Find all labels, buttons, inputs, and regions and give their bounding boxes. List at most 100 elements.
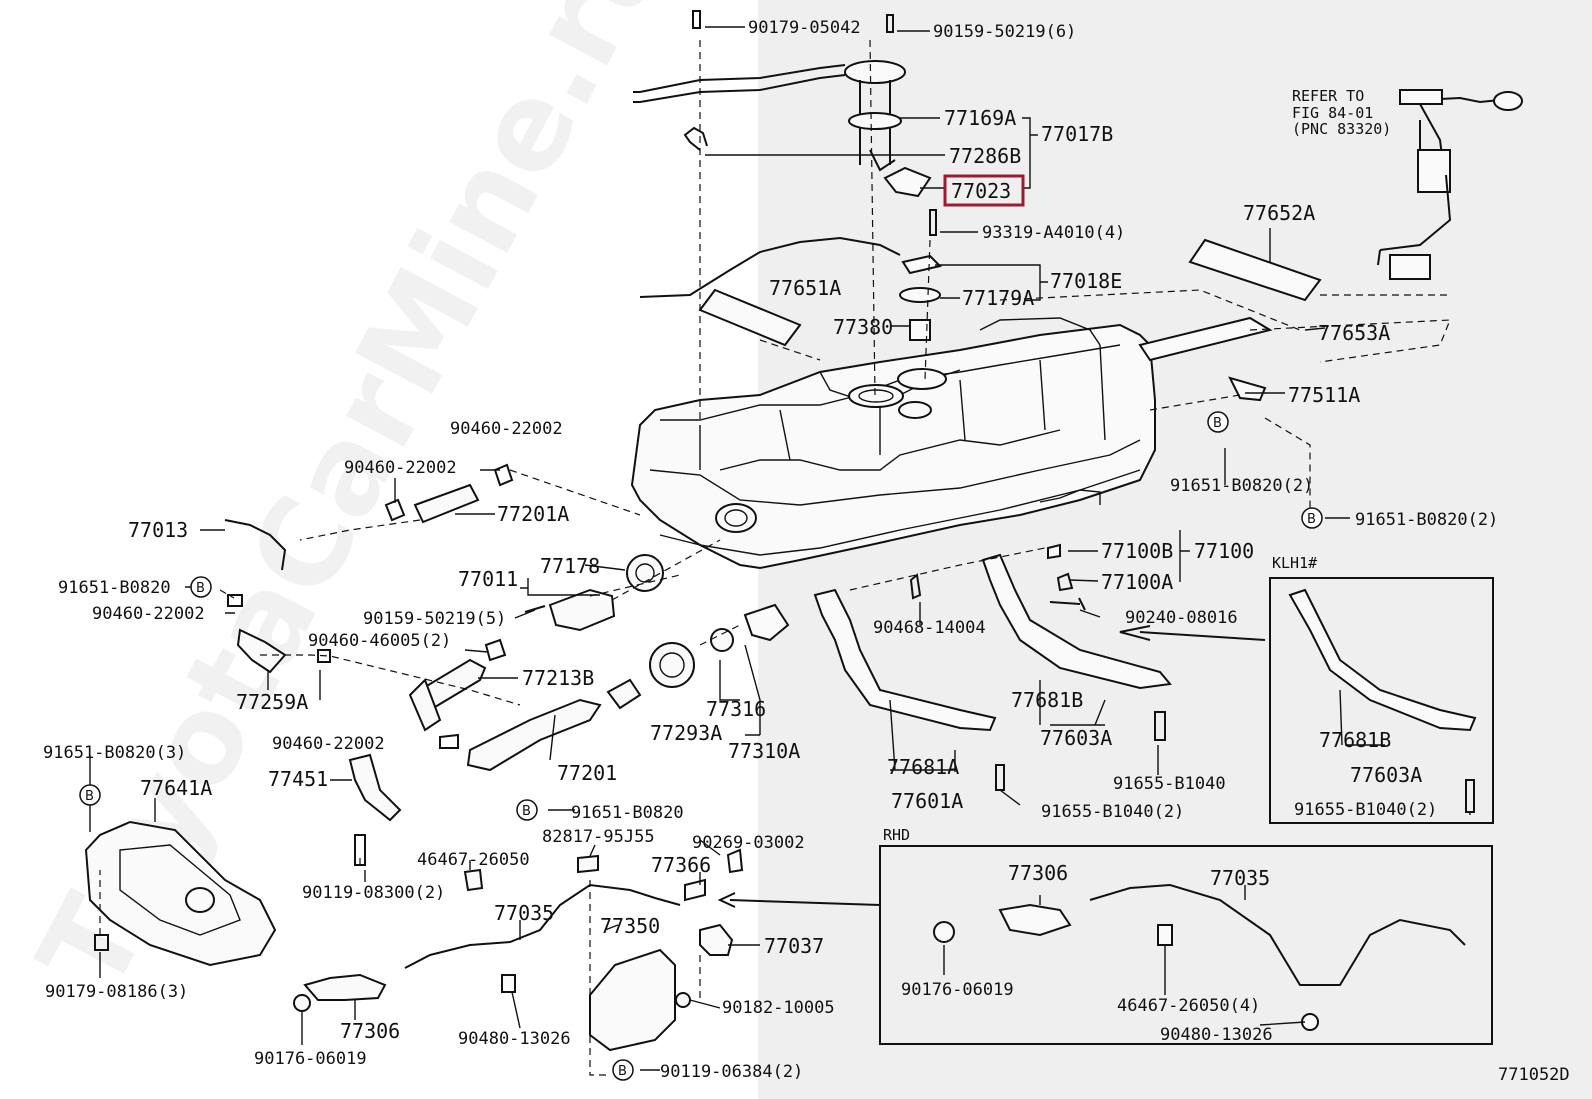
callout-90480-13026-b[interactable]: 90480-13026 xyxy=(1160,1025,1273,1045)
refer-note-line-1: REFER TO xyxy=(1292,87,1364,105)
callout-90468-14004[interactable]: 90468-14004 xyxy=(873,618,986,638)
gasket-77179a xyxy=(899,287,941,303)
callout-77179a[interactable]: 77179A xyxy=(962,286,1034,310)
callout-90460-22002-c[interactable]: 90460-22002 xyxy=(92,604,205,624)
refer-note-line-2: FIG 84-01 xyxy=(1292,104,1373,122)
callout-90460-22002-a[interactable]: 90460-22002 xyxy=(450,419,563,439)
klh1-bolt xyxy=(1465,779,1475,813)
tank-straps xyxy=(813,543,1172,791)
callout-77201a[interactable]: 77201A xyxy=(497,502,569,526)
heat-shield-77641a xyxy=(84,820,277,967)
callout-77380[interactable]: 77380 xyxy=(833,315,893,339)
callout-90460-46005[interactable]: 90460-46005(2) xyxy=(308,631,451,651)
callout-91651-b0820-b[interactable]: 91651-B0820 xyxy=(571,803,684,823)
callout-90119-06384[interactable]: 90119-06384(2) xyxy=(660,1062,803,1082)
klh1-arrow xyxy=(1119,625,1266,641)
callout-77641a[interactable]: 77641A xyxy=(140,776,212,800)
callout-77350[interactable]: 77350 xyxy=(600,914,660,938)
callout-77037[interactable]: 77037 xyxy=(764,934,824,958)
callout-91651-b0820-2b[interactable]: 91651-B0820(2) xyxy=(1355,510,1498,530)
callout-77286b[interactable]: 77286B xyxy=(949,144,1021,168)
callout-77653a[interactable]: 77653A xyxy=(1318,321,1390,345)
fuel-tank xyxy=(630,317,1156,570)
callout-77310a[interactable]: 77310A xyxy=(728,739,800,763)
callout-77451[interactable]: 77451 xyxy=(268,767,328,791)
callout-46467-26050-4[interactable]: 46467-26050(4) xyxy=(1117,996,1260,1016)
rhd-parts xyxy=(933,883,1466,1031)
callout-77035-a[interactable]: 77035 xyxy=(494,901,554,925)
callout-77681b-a[interactable]: 77681B xyxy=(1011,688,1083,712)
callout-77011[interactable]: 77011 xyxy=(458,567,518,591)
callout-77681a[interactable]: 77681A xyxy=(887,755,959,779)
callout-90460-22002-b[interactable]: 90460-22002 xyxy=(344,458,457,478)
callout-82817-95j55[interactable]: 82817-95J55 xyxy=(542,827,655,847)
pad-77651a xyxy=(698,288,802,347)
callout-91651-b0820-3[interactable]: 91651-B0820(3) xyxy=(43,743,186,763)
callout-77169a[interactable]: 77169A xyxy=(944,106,1016,130)
callout-77178[interactable]: 77178 xyxy=(540,554,600,578)
callout-77306-a[interactable]: 77306 xyxy=(1008,861,1068,885)
callout-90480-13026-a[interactable]: 90480-13026 xyxy=(458,1029,571,1049)
callout-77035-b[interactable]: 77035 xyxy=(1210,866,1270,890)
callout-77023[interactable]: 77023 xyxy=(951,179,1011,203)
callout-77259a[interactable]: 77259A xyxy=(236,690,308,714)
callout-77652a[interactable]: 77652A xyxy=(1243,201,1315,225)
callout-90179-08186[interactable]: 90179-08186(3) xyxy=(45,982,188,1002)
callout-77603a-a[interactable]: 77603A xyxy=(1040,726,1112,750)
callout-77651a[interactable]: 77651A xyxy=(769,276,841,300)
callout-77293a[interactable]: 77293A xyxy=(650,721,722,745)
b-marker-2: B xyxy=(1301,507,1323,529)
b-marker-5: B xyxy=(516,799,538,821)
callout-77100a[interactable]: 77100A xyxy=(1101,570,1173,594)
figure-code: 771052D xyxy=(1498,1065,1570,1085)
callout-77018e[interactable]: 77018E xyxy=(1050,269,1122,293)
callout-77366[interactable]: 77366 xyxy=(651,853,711,877)
callout-90182-10005[interactable]: 90182-10005 xyxy=(722,998,835,1018)
callout-77201[interactable]: 77201 xyxy=(557,761,617,785)
b-marker-1: B xyxy=(1207,411,1229,433)
svg-text:B: B xyxy=(618,1064,627,1079)
filler-pipe-parts xyxy=(224,463,790,772)
callout-90269-03002[interactable]: 90269-03002 xyxy=(692,833,805,853)
callout-90240-08016[interactable]: 90240-08016 xyxy=(1125,608,1238,628)
klh1-strap xyxy=(1288,588,1477,732)
callout-90159-50219-5[interactable]: 90159-50219(5) xyxy=(363,609,506,629)
callout-77511a[interactable]: 77511A xyxy=(1288,383,1360,407)
circle-markers: B B B B B B xyxy=(79,411,1323,1081)
callout-77213b[interactable]: 77213B xyxy=(522,666,594,690)
callout-93319-a4010[interactable]: 93319-A4010(4) xyxy=(982,223,1125,243)
callout-91651-b0820-a[interactable]: 91651-B0820 xyxy=(58,578,171,598)
highlight-box-77023 xyxy=(943,174,1025,207)
callout-90119-08300[interactable]: 90119-08300(2) xyxy=(302,883,445,903)
bracket-77511a xyxy=(1228,376,1267,402)
callout-90179-05042[interactable]: 90179-05042 xyxy=(748,18,861,38)
callout-90176-06019-a[interactable]: 90176-06019 xyxy=(901,980,1014,1000)
callout-90460-22002-d[interactable]: 90460-22002 xyxy=(272,734,385,754)
leader-lines xyxy=(89,26,1471,1071)
callout-77100[interactable]: 77100 xyxy=(1194,539,1254,563)
callout-77013[interactable]: 77013 xyxy=(128,518,188,542)
callout-77681b-b[interactable]: 77681B xyxy=(1319,728,1391,752)
callout-91655-b1040-2a[interactable]: 91655-B1040(2) xyxy=(1041,802,1184,822)
callout-90159-50219-6[interactable]: 90159-50219(6) xyxy=(933,22,1076,42)
svg-text:B: B xyxy=(85,789,94,804)
callout-77306-b[interactable]: 77306 xyxy=(340,1019,400,1043)
b-marker-6: B xyxy=(612,1059,634,1081)
callout-77017b[interactable]: 77017B xyxy=(1041,122,1113,146)
section-label-rhd: RHD xyxy=(883,826,910,844)
svg-text:B: B xyxy=(1213,416,1222,431)
callout-90176-06019-b[interactable]: 90176-06019 xyxy=(254,1049,367,1069)
callout-77601a[interactable]: 77601A xyxy=(891,789,963,813)
refer-note-line-3: (PNC 83320) xyxy=(1292,120,1391,138)
callout-77603a-b[interactable]: 77603A xyxy=(1350,763,1422,787)
fuel-pump-assembly xyxy=(633,10,932,198)
fuel-gauge-sender xyxy=(1377,89,1523,280)
callout-91655-b1040-2b[interactable]: 91655-B1040(2) xyxy=(1294,800,1437,820)
rhd-variant-box xyxy=(879,845,1493,1045)
callout-91651-b0820-2a[interactable]: 91651-B0820(2) xyxy=(1170,476,1313,496)
callout-91655-b1040-a[interactable]: 91655-B1040 xyxy=(1113,774,1226,794)
callout-77100b[interactable]: 77100B xyxy=(1101,539,1173,563)
callout-46467-26050-a[interactable]: 46467-26050 xyxy=(417,850,530,870)
callout-77316[interactable]: 77316 xyxy=(706,697,766,721)
